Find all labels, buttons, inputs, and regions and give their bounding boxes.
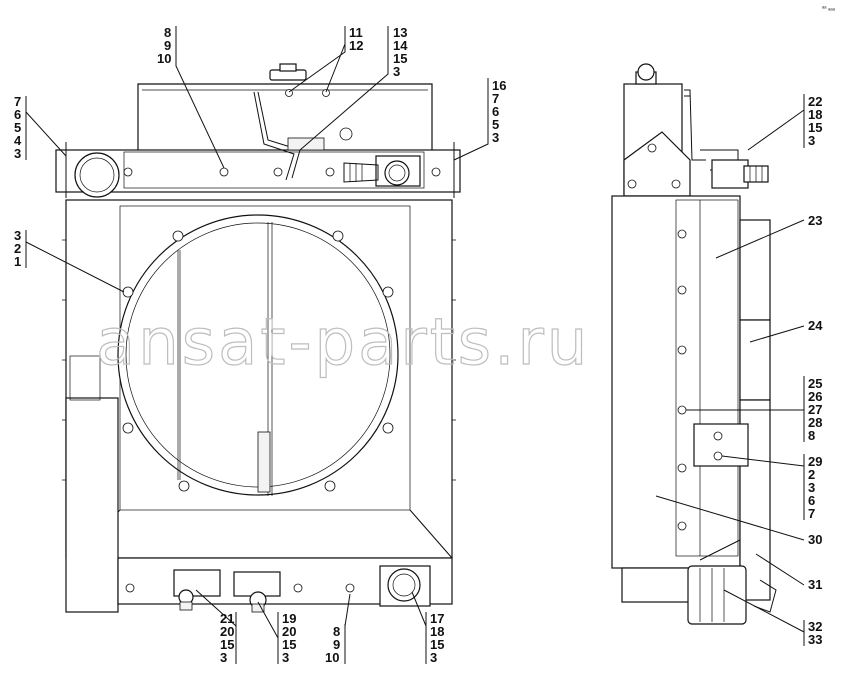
svg-text:5: 5	[492, 117, 499, 132]
front-view-radiator	[55, 63, 461, 613]
svg-text:8: 8	[808, 428, 815, 443]
callout-31: 31	[755, 553, 822, 592]
svg-text:8: 8	[333, 624, 340, 639]
callout-3-2-1: 3 2 1	[14, 228, 125, 293]
callout-8-9-10-bottom: 8 9 10	[325, 593, 351, 665]
svg-text:16: 16	[492, 78, 506, 93]
callout-17-18-15-3: 17 18 15 3	[411, 591, 444, 665]
svg-text:15: 15	[393, 51, 407, 66]
svg-text:15: 15	[808, 120, 822, 135]
svg-text:3: 3	[430, 650, 437, 665]
svg-text:7: 7	[808, 506, 815, 521]
svg-text:19: 19	[282, 611, 296, 626]
watermark-text: ansat-parts.ru	[96, 306, 590, 380]
svg-text:10: 10	[325, 650, 339, 665]
svg-text:23: 23	[808, 213, 822, 228]
svg-text:31: 31	[808, 577, 822, 592]
callout-23: 23	[715, 213, 822, 259]
svg-text:6: 6	[808, 493, 815, 508]
svg-text:13: 13	[393, 25, 407, 40]
svg-text:18: 18	[808, 107, 822, 122]
svg-text:20: 20	[220, 624, 234, 639]
callout-21-20-15-3: 21 20 15 3	[195, 589, 237, 665]
svg-text:27: 27	[808, 402, 822, 417]
svg-text:3: 3	[808, 133, 815, 148]
callout-16-7-6-5-3: 16 7 6 5 3	[453, 78, 506, 161]
svg-text:14: 14	[393, 38, 408, 53]
svg-text:18: 18	[430, 624, 444, 639]
svg-text:29: 29	[808, 454, 822, 469]
svg-text:3: 3	[14, 146, 21, 161]
svg-text:24: 24	[808, 318, 823, 333]
svg-text:3: 3	[14, 228, 21, 243]
svg-text:22: 22	[808, 94, 822, 109]
svg-text:9: 9	[164, 38, 171, 53]
svg-text:4: 4	[14, 133, 22, 148]
callout-25-26-27-28-8: 25 26 27 28 8	[686, 376, 822, 443]
svg-text:20: 20	[282, 624, 296, 639]
svg-text:7: 7	[492, 91, 499, 106]
svg-text:33: 33	[808, 632, 822, 647]
svg-text:6: 6	[492, 104, 499, 119]
callout-24: 24	[749, 318, 823, 343]
svg-text:15: 15	[220, 637, 234, 652]
svg-text:3: 3	[492, 130, 499, 145]
svg-text:10: 10	[157, 51, 171, 66]
svg-text:8: 8	[164, 25, 171, 40]
svg-text:6: 6	[14, 107, 21, 122]
svg-text:32: 32	[808, 619, 822, 634]
svg-text:2: 2	[14, 241, 21, 256]
svg-text:17: 17	[430, 611, 444, 626]
callout-29-2-3-6-7: 29 2 3 6 7	[721, 454, 822, 521]
callout-32-33: 32 33	[723, 589, 822, 647]
svg-text:11: 11	[349, 25, 363, 40]
callout-19-20-15-3: 19 20 15 3	[257, 601, 296, 665]
callout-30: 30	[655, 495, 822, 547]
svg-text:3: 3	[220, 650, 227, 665]
callout-13-14-15-3: 13 14 15 3	[299, 25, 408, 151]
svg-text:5: 5	[14, 120, 21, 135]
svg-text:15: 15	[282, 637, 296, 652]
svg-text:30: 30	[808, 532, 822, 547]
svg-text:2: 2	[808, 467, 815, 482]
callout-7-6-5-4-3: 7 6 5 4 3	[14, 94, 67, 161]
callout-8-9-10-top: 8 9 10	[157, 25, 225, 169]
svg-text:12: 12	[349, 38, 363, 53]
svg-text:9: 9	[333, 637, 340, 652]
svg-text:15: 15	[430, 637, 444, 652]
callout-11-12: 11 12	[288, 25, 363, 93]
svg-text:25: 25	[808, 376, 822, 391]
callout-22-18-15-3: 22 18 15 3	[747, 94, 822, 151]
svg-text:28: 28	[808, 415, 822, 430]
svg-text:7: 7	[14, 94, 21, 109]
svg-text:3: 3	[808, 480, 815, 495]
corner-mark: ᵃᵃ ₐₐₐ	[822, 6, 836, 12]
svg-text:3: 3	[282, 650, 289, 665]
svg-text:26: 26	[808, 389, 822, 404]
svg-text:1: 1	[14, 254, 21, 269]
svg-text:3: 3	[393, 64, 400, 79]
side-view-radiator	[611, 63, 777, 625]
